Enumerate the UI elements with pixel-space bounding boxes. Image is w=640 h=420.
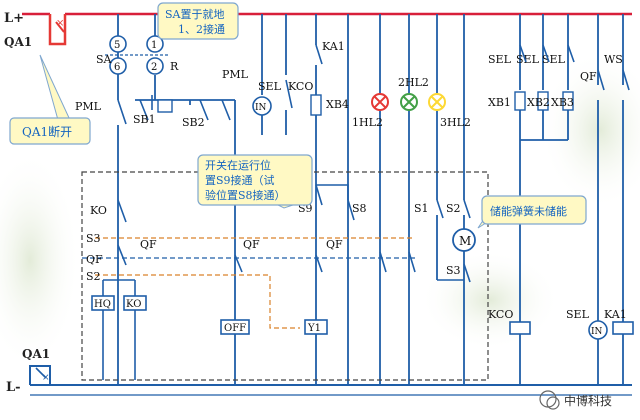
s1-label: S1 [414,202,429,215]
motor-label: M [459,234,471,248]
ka1-contact [315,44,323,65]
watermark-text: 中博科技 [564,393,612,408]
ko-coil-label: KO [126,299,141,310]
sel-5-label: SEL [566,308,590,321]
sa-selector-switch [105,35,168,75]
xb2-label: XB2 [527,96,550,109]
callout-spring-text: 储能弹簧未储能 [490,204,567,218]
pushbutton-contacts [117,95,231,125]
qf-right-label: QF [580,70,597,83]
svg-text:×: × [56,18,64,29]
sel-2-label: SEL [488,53,512,66]
contact-6-label: 6 [114,62,120,73]
in-meter-bottom [588,320,608,340]
s3-right-label: S3 [446,264,461,277]
ws-label: WS [604,53,623,66]
negative-bus-label: L- [6,380,21,395]
lamp-1hl2 [371,93,389,111]
xb3-label: XB3 [551,96,574,109]
ka1-bottom-label: KA1 [604,308,627,321]
kco-2-label: KCO [488,308,513,321]
s2-right-label: S2 [446,202,461,215]
off-coil [220,319,250,335]
sb2-label: SB2 [182,116,205,129]
pml-right-label: PML [222,68,249,81]
kco-contact [285,79,293,109]
contact-5-label: 5 [114,40,120,51]
in-bottom-label: IN [591,327,603,337]
contact-1-label: 1 [151,40,157,51]
sa-label: SA [96,53,113,66]
2hl2-label: 2HL2 [398,76,429,89]
negative-bus [30,384,632,396]
y1-label: Y1 [307,323,321,334]
qf-mid1-label: QF [140,238,157,251]
contact-2-label: 2 [151,62,157,73]
qa1-top-breaker: × [48,14,67,46]
callout-qa1-off-text: QA1断开 [22,124,72,139]
ka1-coil [612,321,634,335]
callout-sa-local: SA置于就地 1、2接通 [157,2,239,40]
qa1-top-label: QA1 [4,35,32,49]
qf-left-label: QF [86,253,103,266]
xb1-link [514,91,526,111]
off-label: OFF [224,323,246,334]
callout-switch-line1: 开关在运行位 [205,158,271,172]
1hl2-label: 1HL2 [352,116,383,129]
watermark: 中博科技 [539,390,612,410]
qf-mid3-label: QF [326,238,343,251]
positive-bus-label: L+ [4,11,24,26]
xb3-link [562,91,574,111]
xb1-label: XB1 [488,96,511,109]
ko-label: KO [90,204,107,217]
kco-coil [509,321,531,335]
sel-3-label: SEL [516,53,540,66]
indicator-block [157,99,173,113]
qa1-bottom-breaker: × [29,365,51,385]
xb2-link [537,91,549,111]
in-top-label: IN [255,103,267,113]
sa-contact-2 [146,57,164,75]
sel-4-label: SEL [542,53,566,66]
qf-mid2-label: QF [243,238,260,251]
callout-switch-position: 开关在运行位 置S9接通（试 验位置S8接通） [197,154,313,209]
r-label: R [170,60,179,73]
s3-left-label: S3 [86,232,101,245]
3hl2-label: 3HL2 [440,116,471,129]
spring-charging-motor [452,228,476,252]
background-foliage [420,250,560,350]
background-foliage [0,150,80,370]
callout-switch-line3: 验位置S8接通） [205,188,286,202]
xb4-link [310,94,322,116]
s8-label: S8 [352,202,367,215]
sa-contact-1 [146,35,164,53]
orange-control-link [95,274,300,329]
s2-left-label: S2 [86,270,101,283]
kco-1-label: KCO [288,80,313,93]
lamp-2hl2 [400,93,418,111]
mechanism-contacts [117,184,471,283]
sa-contact-6 [109,57,127,75]
hq-label: HQ [94,299,111,310]
sb1-label: SB1 [133,113,156,126]
y1-coil [304,319,328,335]
sa-contact-5 [109,35,127,53]
background-foliage [540,50,640,210]
callout-sa-line1: SA置于就地 [165,7,224,21]
svg-text:×: × [42,373,50,383]
callout-sa-line2: 1、2接通 [178,23,225,36]
callout-qa1-off: QA1断开 [9,54,91,145]
pml-left-label: PML [75,100,102,113]
callout-switch-line2: 置S9接通（试 [205,174,275,187]
in-meter-top [252,96,272,116]
callout-spring-uncharged: 储能弹簧未储能 [477,195,587,229]
xb4-label: XB4 [326,98,349,111]
lamp-3hl2 [428,93,446,111]
qa1-bottom-label: QA1 [22,347,50,361]
ka1-top-label: KA1 [322,40,345,53]
sel-1-label: SEL [258,80,282,93]
